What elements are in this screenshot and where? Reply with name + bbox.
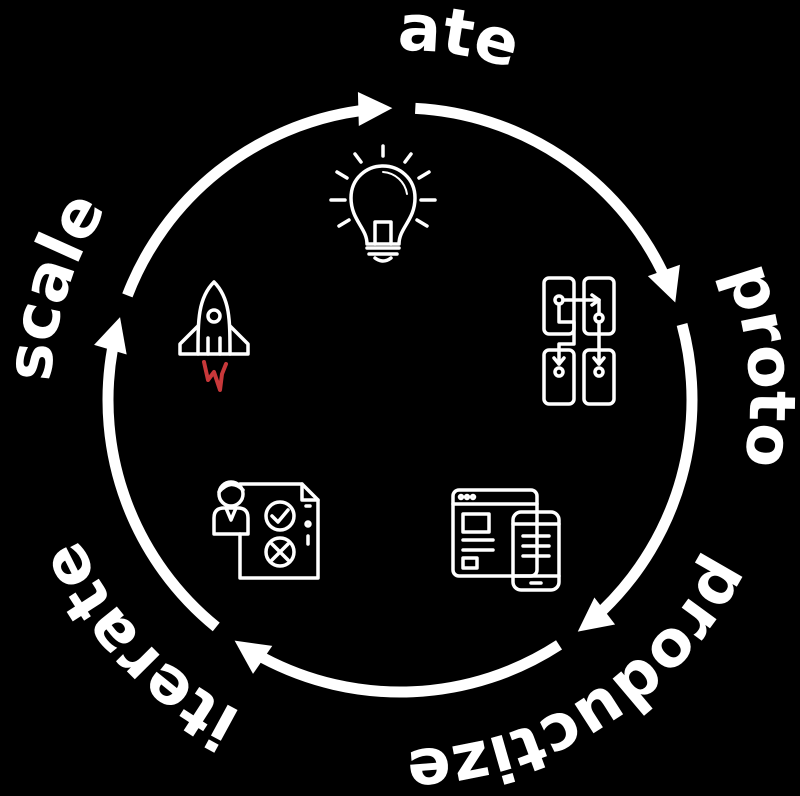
review-checklist-icon — [212, 480, 320, 580]
label-scale: scale — [0, 180, 120, 384]
cycle-arrowhead-scale — [357, 91, 393, 126]
cycle-arrowhead-proto — [577, 597, 616, 632]
devices-icon — [451, 488, 561, 592]
cycle-arc-iterate — [102, 348, 220, 632]
label-ideate: ideate — [0, 0, 527, 83]
cycle-arc-productize — [260, 640, 563, 698]
label-proto: proto — [711, 254, 800, 472]
cycle-ring — [94, 91, 698, 698]
rocket-flame — [202, 360, 228, 392]
cycle-arrowhead-ideate — [647, 264, 680, 303]
cycle-arc-proto — [599, 323, 698, 615]
label-iterate: iterate — [26, 531, 250, 764]
cycle-arc-scale — [122, 105, 361, 298]
lightbulb-icon — [329, 144, 437, 263]
flowchart-icon — [542, 276, 616, 406]
rocket-icon — [178, 280, 250, 392]
label-productize: productize — [405, 547, 765, 796]
cycle-arrowhead-iterate — [94, 317, 127, 355]
cycle-arrowhead-productize — [234, 640, 273, 674]
cycle-arc-ideate — [414, 102, 668, 275]
